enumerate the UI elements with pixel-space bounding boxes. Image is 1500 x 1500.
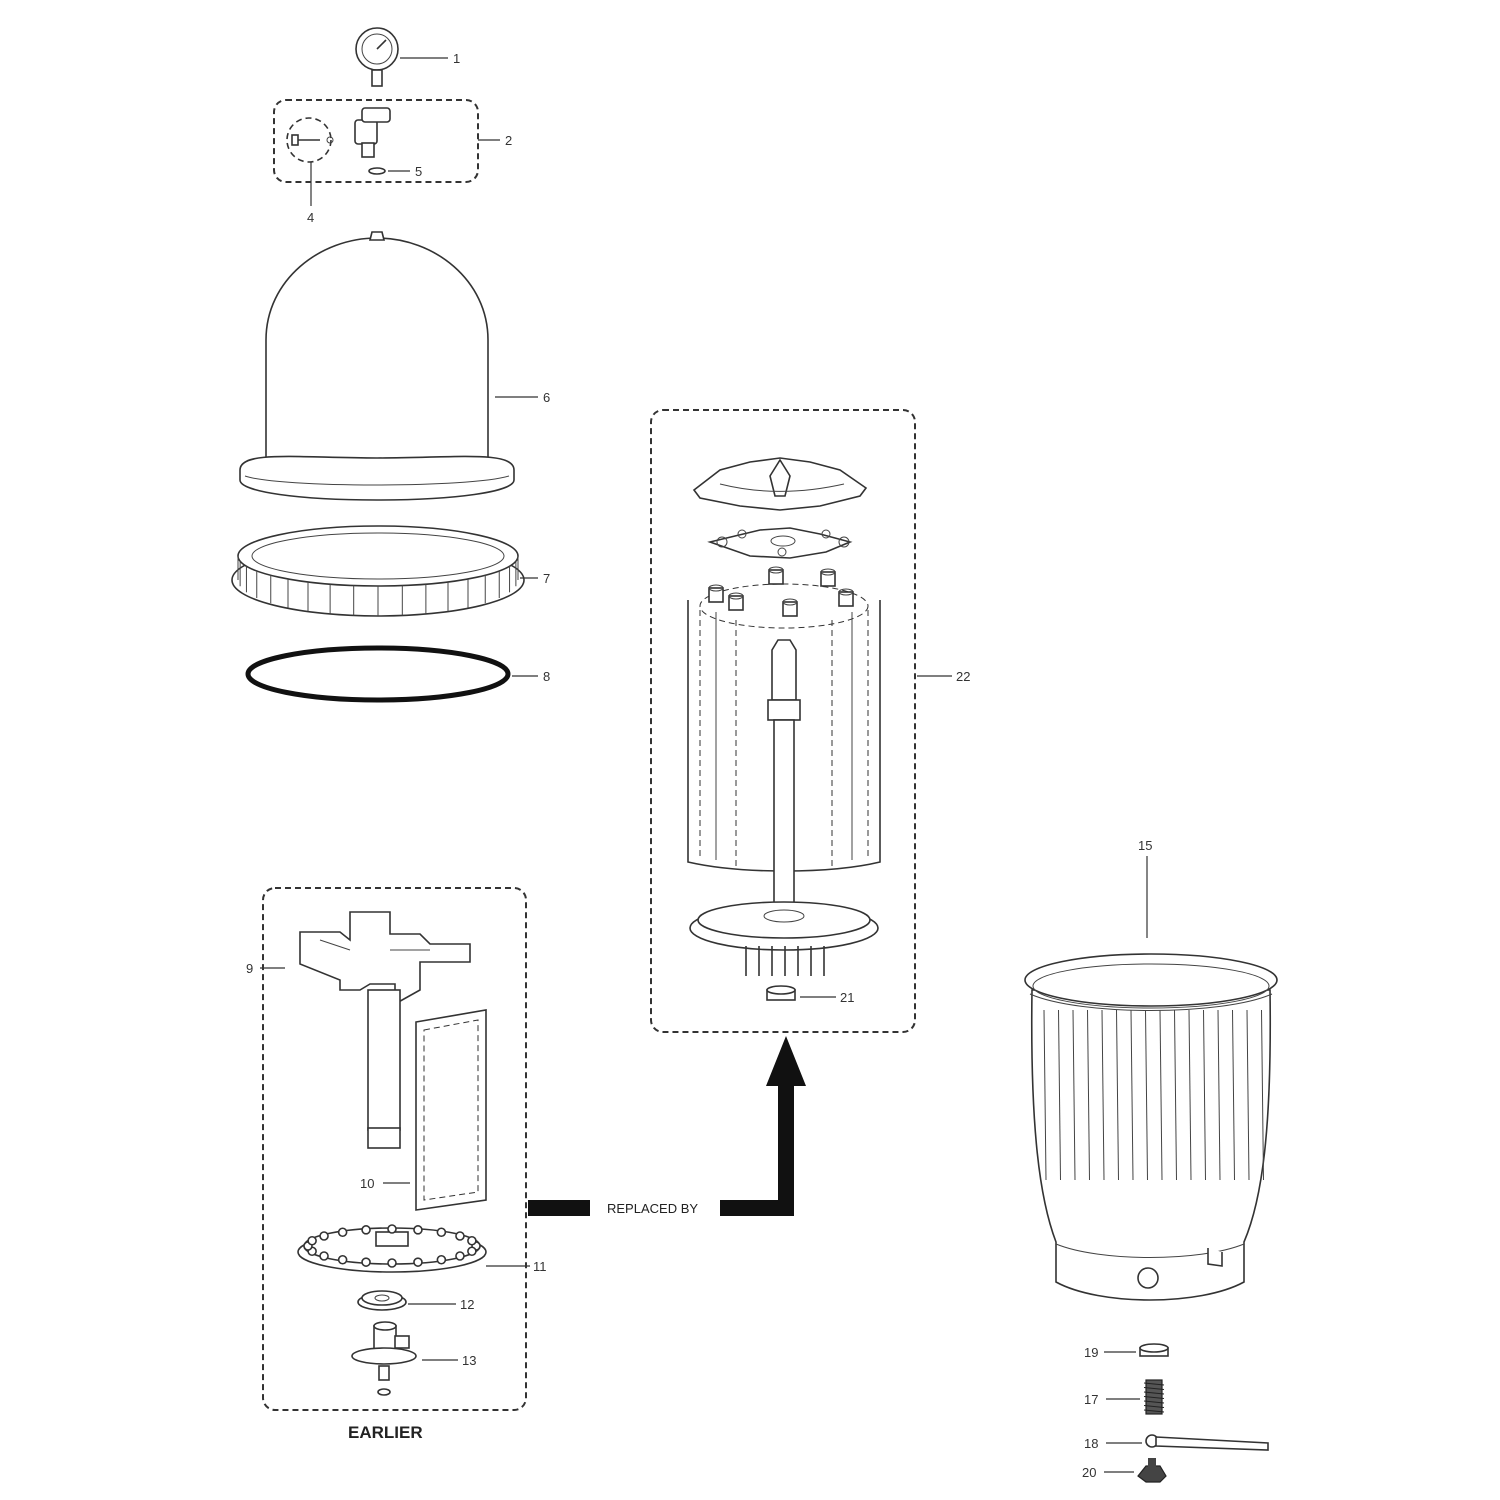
drain-spring bbox=[1143, 1379, 1165, 1415]
caption-earlier: EARLIER bbox=[348, 1423, 423, 1442]
callout-12: 12 bbox=[460, 1297, 474, 1312]
callout-21: 21 bbox=[840, 990, 854, 1005]
filter-grid bbox=[415, 1009, 487, 1211]
air-relief-assembly-box bbox=[273, 99, 479, 183]
bottom-manifold bbox=[689, 901, 879, 976]
manifold-gasket bbox=[707, 527, 853, 559]
earlier-assembly-box bbox=[262, 887, 527, 1411]
o-ring-21 bbox=[766, 985, 796, 1001]
replaced-by-arrow bbox=[528, 1036, 806, 1216]
tank-o-ring bbox=[245, 645, 511, 703]
callout-18: 18 bbox=[1084, 1436, 1098, 1451]
callout-11: 11 bbox=[533, 1259, 547, 1274]
drain-knob bbox=[1137, 1458, 1167, 1483]
callout-15: 15 bbox=[1138, 838, 1152, 853]
air-relief-stem bbox=[286, 117, 334, 163]
callout-13: 13 bbox=[462, 1353, 476, 1368]
callout-5: 5 bbox=[415, 164, 422, 179]
callout-8: 8 bbox=[543, 669, 550, 684]
callout-22: 22 bbox=[956, 669, 970, 684]
callout-4: 4 bbox=[307, 210, 314, 225]
o-ring-small bbox=[368, 167, 386, 175]
filter-element bbox=[687, 566, 881, 872]
callout-1: 1 bbox=[453, 51, 460, 66]
earlier-manifold bbox=[299, 911, 471, 1149]
drain-o-ring bbox=[1139, 1343, 1169, 1357]
caption-replaced-by: REPLACED BY bbox=[607, 1201, 698, 1216]
drain-rod bbox=[1145, 1434, 1269, 1451]
drain-pipe bbox=[351, 1321, 417, 1396]
replacement-assembly-box bbox=[650, 409, 916, 1033]
callout-9: 9 bbox=[246, 961, 253, 976]
callout-10: 10 bbox=[360, 1176, 374, 1191]
clamp-ring bbox=[231, 525, 525, 617]
air-relief-valve bbox=[354, 107, 391, 158]
top-manifold bbox=[692, 457, 868, 511]
callout-19: 19 bbox=[1084, 1345, 1098, 1360]
callout-6: 6 bbox=[543, 390, 550, 405]
callout-20: 20 bbox=[1082, 1465, 1096, 1480]
retainer bbox=[357, 1290, 407, 1311]
center-pipe bbox=[767, 639, 801, 911]
tank-lid bbox=[239, 231, 515, 501]
lower-manifold bbox=[297, 1224, 487, 1273]
pressure-gauge bbox=[355, 27, 399, 87]
callout-2: 2 bbox=[505, 133, 512, 148]
callout-17: 17 bbox=[1084, 1392, 1098, 1407]
callout-7: 7 bbox=[543, 571, 550, 586]
filter-tank bbox=[1024, 953, 1278, 1301]
